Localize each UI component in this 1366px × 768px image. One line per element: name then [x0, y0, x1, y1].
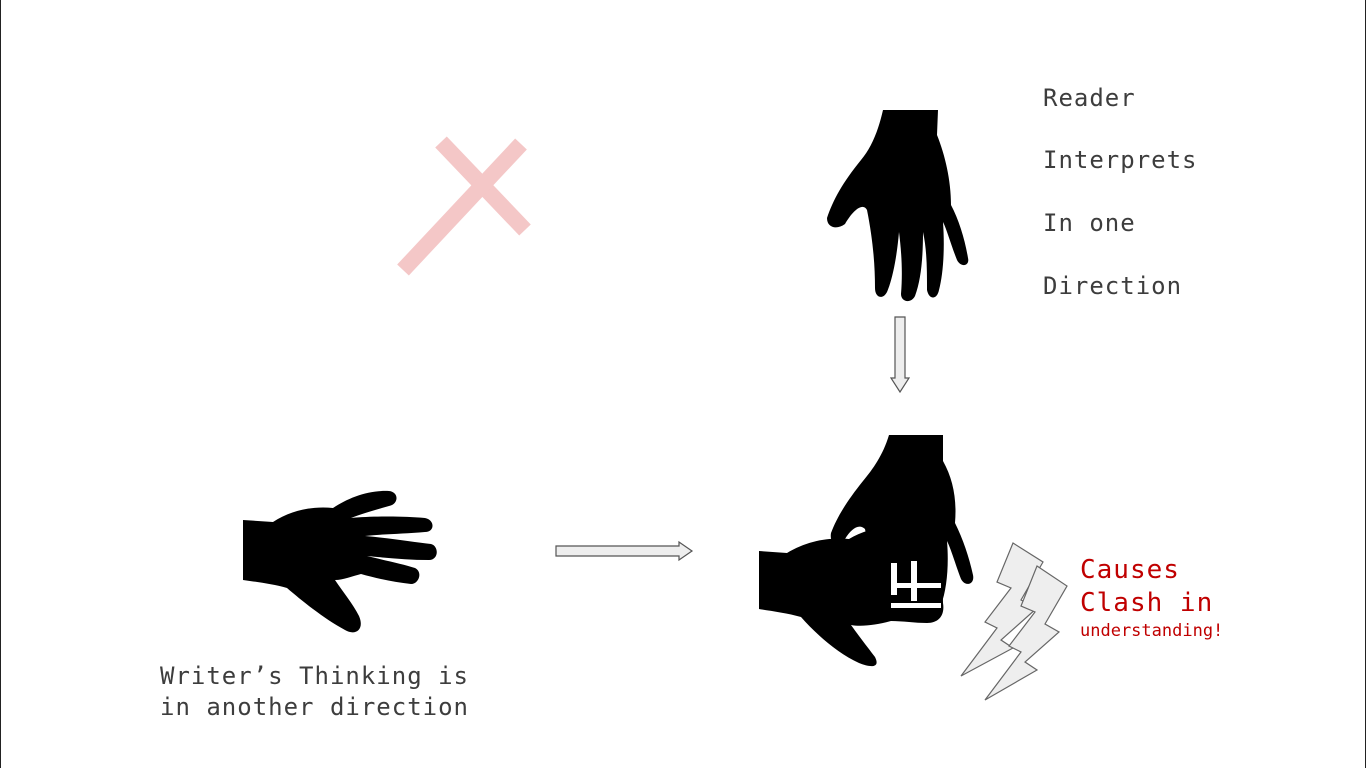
- reader-text-line-4: Direction: [1043, 272, 1183, 300]
- down-arrow-icon: [889, 316, 911, 394]
- writer-text-line-2: in another direction: [160, 693, 469, 721]
- lightning-bolt-icon: [960, 542, 1068, 701]
- reader-text-line-1: Reader: [1043, 84, 1136, 112]
- writer-text-line-1: Writer’s Thinking is: [160, 662, 469, 690]
- right-arrow-icon: [555, 540, 694, 562]
- writer-hand-icon: [243, 490, 437, 633]
- clash-text-line-2: Clash in: [1080, 588, 1214, 618]
- reader-hand-icon: [827, 110, 969, 302]
- clashing-hands-icon: [759, 435, 974, 667]
- clash-text-line-1: Causes: [1080, 555, 1180, 585]
- reader-text-line-2: Interprets: [1043, 146, 1198, 174]
- cross-mark-icon: [397, 136, 531, 276]
- reader-text-line-3: In one: [1043, 209, 1136, 237]
- clash-text-line-3: understanding!: [1080, 621, 1224, 641]
